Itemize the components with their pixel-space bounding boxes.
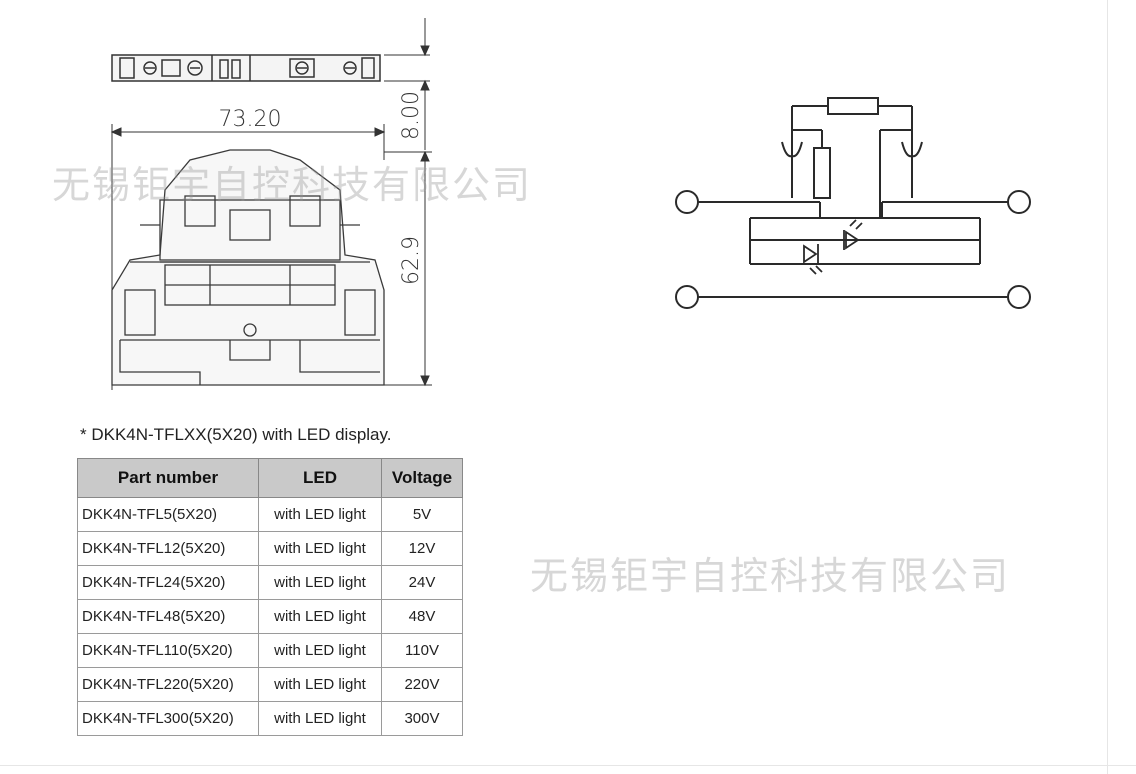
terminal-top-right — [1007, 190, 1031, 214]
led-symbol-lower — [803, 244, 823, 275]
cell-led: with LED light — [258, 565, 382, 600]
header-led: LED — [258, 458, 382, 498]
cell-voltage: 24V — [381, 565, 463, 600]
resistor-symbol — [813, 147, 831, 199]
technical-drawing: 73.20 8.00 62.9 — [110, 18, 1031, 390]
cell-voltage: 110V — [381, 633, 463, 668]
cell-led: with LED light — [258, 531, 382, 566]
cell-voltage: 300V — [381, 701, 463, 736]
cell-led: with LED light — [258, 667, 382, 702]
top-view — [111, 54, 381, 82]
cell-led: with LED light — [258, 599, 382, 634]
cell-led: with LED light — [258, 633, 382, 668]
cell-voltage: 48V — [381, 599, 463, 634]
circuit-schematic — [675, 97, 1031, 309]
terminal-bottom-left — [675, 285, 699, 309]
page-edge-bottom — [0, 765, 1136, 766]
cell-voltage: 5V — [381, 497, 463, 532]
cell-voltage: 12V — [381, 531, 463, 566]
dim-top-label: 8.00 — [399, 91, 424, 140]
table-row: DKK4N-TFL110(5X20) with LED light 110V — [77, 633, 463, 668]
cell-part-number: DKK4N-TFL220(5X20) — [77, 667, 259, 702]
cell-led: with LED light — [258, 497, 382, 532]
contact-left — [781, 141, 803, 158]
cell-part-number: DKK4N-TFL48(5X20) — [77, 599, 259, 634]
table-row: DKK4N-TFL48(5X20) with LED light 48V — [77, 599, 463, 634]
terminal-bottom-right — [1007, 285, 1031, 309]
cell-voltage: 220V — [381, 667, 463, 702]
cell-part-number: DKK4N-TFL300(5X20) — [77, 701, 259, 736]
terminal-top-left — [675, 190, 699, 214]
cell-led: with LED light — [258, 701, 382, 736]
contact-right — [901, 141, 923, 158]
table-header-row: Part number LED Voltage — [77, 458, 463, 498]
watermark-upper: 无锡钜宇自控科技有限公司 — [52, 163, 533, 207]
led-symbol-upper — [843, 219, 863, 250]
header-voltage: Voltage — [381, 458, 463, 498]
header-part-number: Part number — [77, 458, 259, 498]
dim-height — [384, 150, 432, 387]
table-row: DKK4N-TFL12(5X20) with LED light 12V — [77, 531, 463, 566]
table-caption: * DKK4N-TFLXX(5X20) with LED display. — [80, 425, 392, 444]
table-row: DKK4N-TFL24(5X20) with LED light 24V — [77, 565, 463, 600]
watermark-lower: 无锡钜宇自控科技有限公司 — [530, 554, 1011, 598]
table-row: DKK4N-TFL220(5X20) with LED light 220V — [77, 667, 463, 702]
table-row: DKK4N-TFL5(5X20) with LED light 5V — [77, 497, 463, 532]
fuse-symbol — [827, 97, 879, 115]
cell-part-number: DKK4N-TFL110(5X20) — [77, 633, 259, 668]
table-row: DKK4N-TFL300(5X20) with LED light 300V — [77, 701, 463, 736]
dim-height-label: 62.9 — [399, 236, 424, 285]
cell-part-number: DKK4N-TFL5(5X20) — [77, 497, 259, 532]
dim-top — [384, 18, 430, 150]
part-number-table: Part number LED Voltage DKK4N-TFL5(5X20)… — [77, 458, 463, 736]
page-edge-right — [1107, 0, 1108, 774]
dim-width-label: 73.20 — [219, 107, 282, 132]
cell-part-number: DKK4N-TFL12(5X20) — [77, 531, 259, 566]
side-view — [111, 149, 385, 386]
cell-part-number: DKK4N-TFL24(5X20) — [77, 565, 259, 600]
